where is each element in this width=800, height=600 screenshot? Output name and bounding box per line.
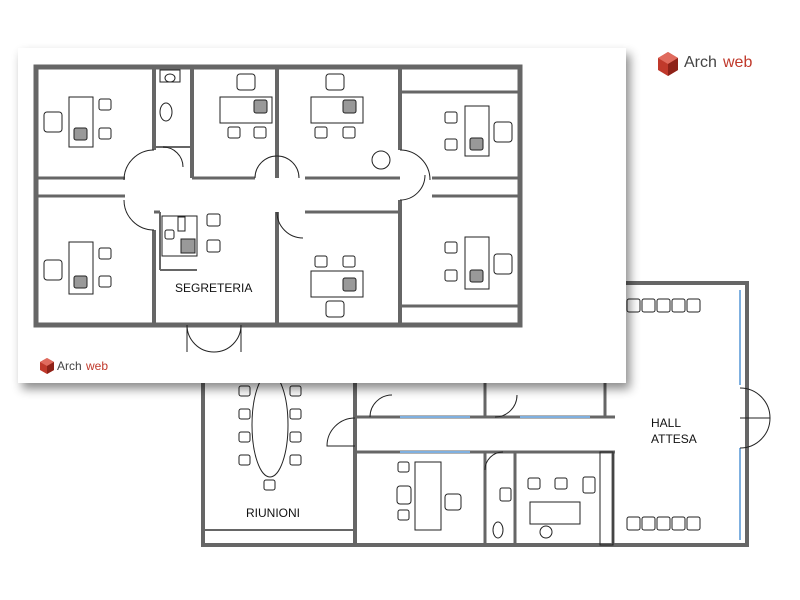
reception-desk xyxy=(529,501,581,525)
meeting-table xyxy=(251,372,289,478)
archweb-logo-icon xyxy=(40,358,54,374)
brand-name-part2: web xyxy=(85,359,108,373)
room-label-attesa: ATTESA xyxy=(651,432,697,446)
desk-set-office-2 xyxy=(43,241,112,295)
desk-set-office-7 xyxy=(310,255,364,318)
brand-logo-card: Arch web xyxy=(40,358,108,374)
upper-floor-card xyxy=(18,48,626,383)
desk-set-office-4 xyxy=(310,73,391,170)
archweb-logo-icon xyxy=(658,52,678,76)
brand-name-part2: web xyxy=(722,54,752,71)
desk-set-office-3 xyxy=(219,73,273,139)
brand-name-part1: Arch xyxy=(684,54,717,71)
brand-name-part1: Arch xyxy=(57,359,82,373)
hall-chairs-top xyxy=(626,298,701,313)
desk-set-office-5 xyxy=(444,105,513,157)
room-label-hall: HALL xyxy=(651,416,681,430)
upper-floor-plan xyxy=(33,64,523,353)
room-label-riunioni: RIUNIONI xyxy=(246,506,300,520)
hall-chairs-bottom xyxy=(626,516,701,531)
desk-set-office-1 xyxy=(43,96,112,148)
desk-set-office-6 xyxy=(444,236,513,290)
room-label-segreteria: SEGRETERIA xyxy=(175,281,252,295)
meeting-chairs xyxy=(238,385,302,491)
brand-logo-top-right: Arch web xyxy=(658,52,752,76)
reception-desk-segreteria xyxy=(161,213,221,257)
office-desk xyxy=(414,461,442,531)
